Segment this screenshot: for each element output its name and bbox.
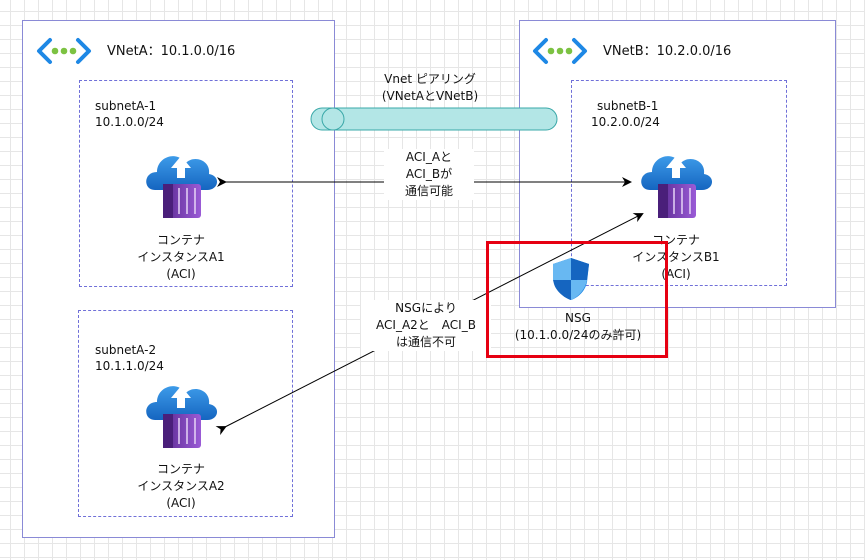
- instance-a2-line1: コンテナ: [156, 462, 205, 476]
- instance-a1-label: コンテナ インスタンスA1 (ACI): [111, 232, 251, 283]
- subnet-b1-name: subnetB-1: [597, 99, 659, 113]
- allowed-note-line3: 通信可能: [404, 184, 453, 198]
- blocked-note-line1: NSGにより: [395, 301, 457, 315]
- allowed-note: ACI_Aと ACI_Bが 通信可能: [384, 149, 474, 200]
- nsg-highlight-box: [486, 241, 668, 358]
- instance-a1-line1: コンテナ: [156, 233, 205, 247]
- subnet-b1-cidr: 10.2.0.0/24: [591, 115, 660, 129]
- peering-label-line1: Vnet ピアリング: [384, 72, 476, 86]
- instance-a1-line2: インスタンスA1: [137, 250, 225, 264]
- subnet-a2-name: subnetA-2: [95, 343, 157, 357]
- nsg-label: NSG (10.1.0.0/24のみ許可): [492, 310, 664, 344]
- vnet-b-icon: [532, 36, 588, 66]
- blocked-note-line2: ACI_A2と ACI_B: [376, 318, 476, 332]
- blocked-note: NSGにより ACI_A2と ACI_B は通信不可: [361, 300, 491, 351]
- vnet-b-title: VNetB：10.2.0.0/16: [603, 44, 732, 59]
- container-instance-a1-icon: [141, 144, 221, 224]
- instance-b1-line2: インスタンスB1: [632, 250, 720, 264]
- nsg-label-line1: NSG: [565, 311, 591, 325]
- instance-a2-line3: (ACI): [166, 496, 196, 510]
- instance-a1-line3: (ACI): [166, 267, 196, 281]
- blocked-note-line3: は通信不可: [395, 335, 456, 349]
- peering-pipe: [310, 105, 558, 133]
- instance-a2-label: コンテナ インスタンスA2 (ACI): [111, 461, 251, 512]
- peering-label: Vnet ピアリング (VNetAとVNetB): [350, 71, 510, 105]
- subnet-a1-name: subnetA-1: [95, 99, 157, 113]
- vnet-a-title: VNetA：10.1.0.0/16: [107, 44, 236, 59]
- subnet-a2-cidr: 10.1.1.0/24: [95, 359, 164, 373]
- container-instance-b1-icon: [636, 144, 716, 224]
- peering-label-line2: (VNetAとVNetB): [381, 89, 479, 103]
- instance-a2-line2: インスタンスA2: [137, 479, 225, 493]
- allowed-note-line2: ACI_Bが: [405, 167, 453, 181]
- container-instance-a2-icon: [141, 374, 221, 454]
- vnet-a-icon: [36, 36, 92, 66]
- instance-b1-line3: (ACI): [661, 267, 691, 281]
- subnet-a1-cidr: 10.1.0.0/24: [95, 115, 164, 129]
- nsg-label-line2: (10.1.0.0/24のみ許可): [514, 328, 642, 342]
- allowed-note-line1: ACI_Aと: [405, 150, 453, 164]
- shield-icon: [551, 256, 591, 302]
